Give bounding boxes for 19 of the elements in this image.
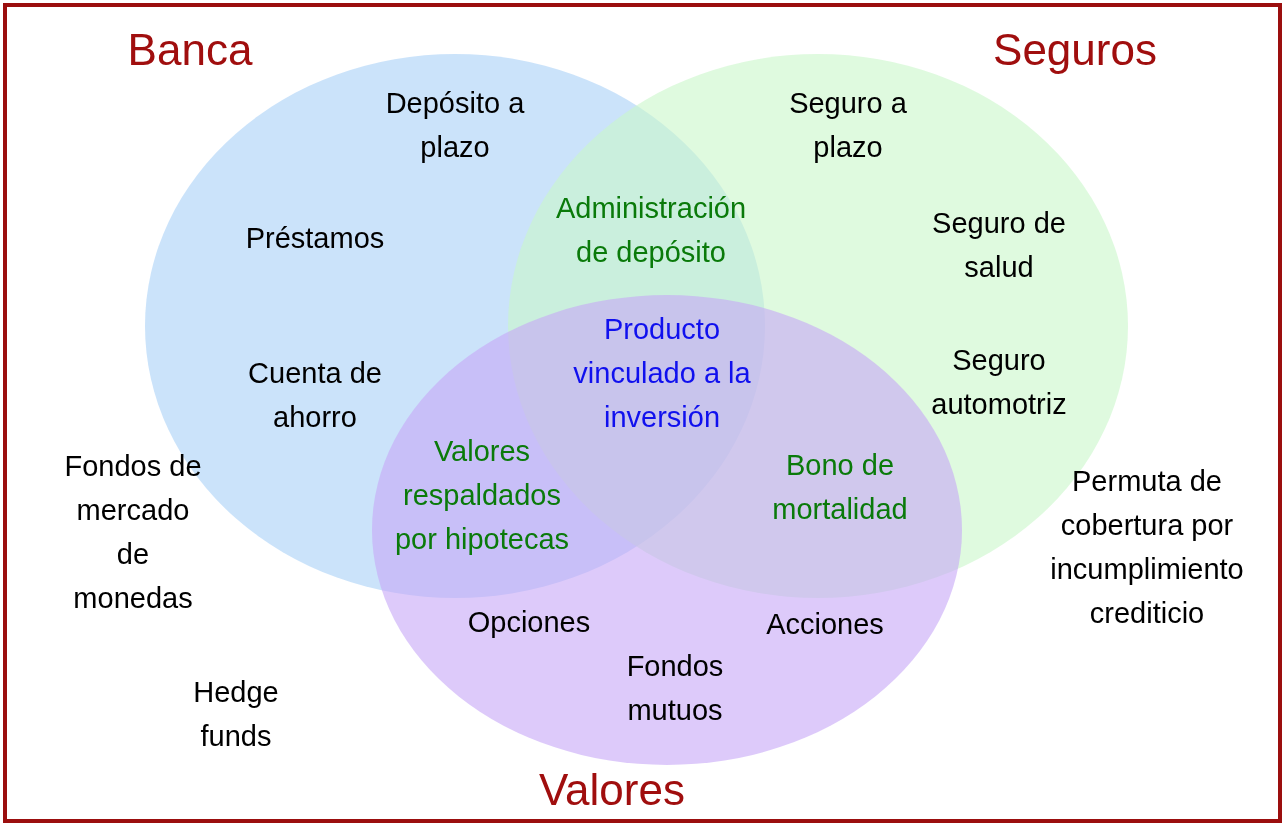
item-label: Seguro de salud — [931, 206, 1067, 285]
item-label: Acciones — [765, 607, 885, 642]
item-label: Producto vinculado a la inversión — [572, 312, 752, 435]
set-title: Valores — [539, 765, 685, 815]
item-label: Seguro automotriz — [930, 343, 1068, 422]
set-title: Banca — [127, 25, 253, 75]
item-label: Cuenta de ahorro — [247, 356, 383, 435]
item-label: Bono de mortalidad — [771, 448, 909, 527]
item-label: Opciones — [466, 605, 592, 640]
item-label: Administración de depósito — [554, 191, 748, 270]
item-label: Fondos mutuos — [625, 649, 725, 728]
item-label: Permuta de cobertura por incumplimiento crediticio — [1049, 464, 1245, 631]
item-label: Valores respaldados por hipotecas — [393, 434, 571, 557]
item-label: Seguro a plazo — [788, 86, 908, 165]
item-label: Depósito a plazo — [384, 86, 526, 165]
item-label: Fondos de mercado de monedas — [63, 449, 203, 616]
item-label: Hedge funds — [192, 675, 280, 754]
set-title: Seguros — [993, 25, 1157, 75]
item-label: Préstamos — [244, 221, 386, 256]
